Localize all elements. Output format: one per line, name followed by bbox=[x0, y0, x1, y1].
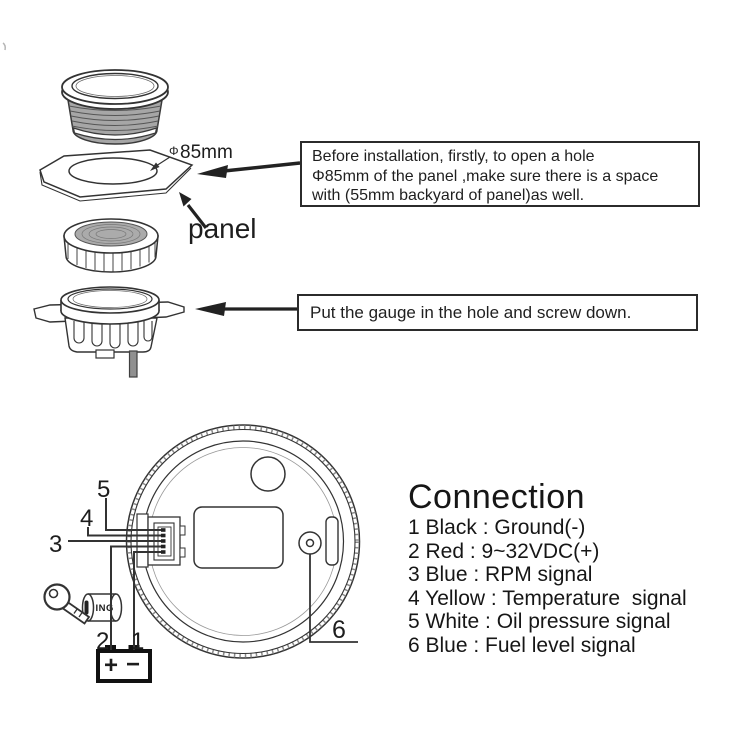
leader-line bbox=[155, 156, 171, 167]
wire-6-label: 6 bbox=[332, 616, 346, 644]
screw-note-box: Put the gauge in the hole and screw down… bbox=[297, 294, 698, 331]
wire-2-line bbox=[110, 545, 164, 650]
battery-plus-label: + bbox=[104, 652, 118, 679]
mounting-nut-drawing bbox=[63, 218, 159, 273]
phi-symbol: Φ bbox=[169, 144, 179, 158]
screw-note-text: Put the gauge in the hole and screw down… bbox=[310, 302, 632, 322]
wire-6-leader bbox=[309, 554, 358, 643]
connection-item-5: 5 White : Oil pressure signal bbox=[408, 610, 671, 633]
connection-title: Connection bbox=[408, 478, 586, 516]
wire-2-label: 2 bbox=[96, 628, 109, 655]
gauge-body-drawing bbox=[61, 69, 169, 145]
connection-item-3: 3 Blue : RPM signal bbox=[408, 563, 593, 586]
leader-arrowhead bbox=[150, 162, 160, 171]
back-hole bbox=[250, 456, 286, 492]
install-note-line: with (55mm backyard of panel)as well. bbox=[312, 187, 585, 204]
gauge-back-drawing bbox=[125, 424, 361, 659]
panel-label: panel bbox=[188, 213, 257, 244]
wire-5-label: 5 bbox=[97, 476, 110, 503]
connection-item-4: 4 Yellow : Temperature signal bbox=[408, 586, 687, 610]
wire-4-line bbox=[87, 527, 164, 537]
scan-artifact bbox=[2, 42, 6, 51]
hole-diameter-label: 85mm bbox=[180, 142, 233, 163]
connector-pins bbox=[161, 528, 166, 554]
connection-item-1: 1 Black : Ground(-) bbox=[408, 516, 586, 539]
wiring-lines bbox=[68, 498, 358, 650]
panel-plate-drawing bbox=[39, 149, 194, 202]
install-note-line: Before installation, firstly, to open a … bbox=[312, 148, 595, 165]
back-module bbox=[193, 506, 284, 569]
install-note-line: Φ85mm of the panel ,make sure there is a… bbox=[312, 167, 659, 185]
ignition-label: ING bbox=[96, 603, 114, 614]
gauge-wires-stub bbox=[128, 350, 138, 378]
wire-1-label: 1 bbox=[131, 628, 144, 655]
connection-legend: Connection 1 Black : Ground(-) 2 Red : 9… bbox=[408, 478, 687, 657]
mounted-gauge-drawing bbox=[33, 286, 185, 378]
connection-item-2: 2 Red : 9~32VDC(+) bbox=[408, 539, 600, 563]
connection-item-6: 6 Blue : Fuel level signal bbox=[408, 633, 636, 657]
wire-1-line bbox=[133, 551, 164, 650]
battery-minus-label: − bbox=[126, 651, 140, 678]
key-icon bbox=[43, 583, 91, 625]
install-note-box: Before installation, firstly, to open a … bbox=[300, 141, 700, 207]
wire-4-label: 4 bbox=[80, 505, 93, 532]
wire-5-line bbox=[105, 498, 164, 531]
panel-label-callout: panel bbox=[179, 192, 257, 244]
keyhole bbox=[84, 600, 89, 615]
wire-number-labels: 5 4 3 2 1 6 bbox=[49, 476, 346, 655]
note1-arrow bbox=[197, 161, 301, 178]
side-clip bbox=[325, 516, 339, 566]
wire-3-label: 3 bbox=[49, 531, 62, 558]
note2-arrow bbox=[195, 302, 297, 316]
hole-diameter-callout: Φ 85mm bbox=[150, 142, 233, 171]
